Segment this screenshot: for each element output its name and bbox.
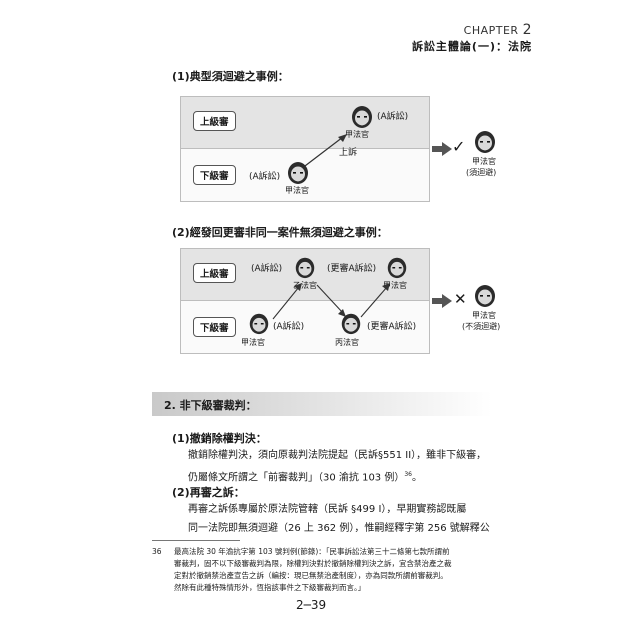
court-divider (181, 148, 429, 149)
item2-heading: (2)再審之訴： (172, 486, 245, 499)
item1-line2: 仍屬條文所謂之「前審裁判」（30 渝抗 103 例）36。 (188, 465, 422, 487)
example1-diagram: 上級審 下級審 (A訴訟) 甲法官 上訴 (A訴訟) 甲法官 (180, 96, 430, 202)
arrow-right-icon (432, 142, 452, 156)
footnote-number: 36 (152, 547, 162, 556)
judge-face-icon (475, 131, 495, 153)
court-divider (181, 300, 429, 301)
judge-face-icon (249, 313, 269, 335)
upper-left-case-label: (A訴訟) (251, 264, 283, 274)
upper-court-label: 上級審 (193, 111, 236, 131)
result1-judge-name: 甲法官 (472, 157, 496, 166)
lower-case-label: (A訴訟) (249, 172, 281, 182)
item1-line2-end: 。 (412, 472, 422, 484)
check-icon: ✓ (452, 137, 466, 156)
lower-left-case-label: (A訴訟) (273, 322, 305, 332)
cross-icon: ✕ (454, 290, 467, 308)
section-heading: 2. 非下級審裁判： (164, 399, 257, 412)
example2-heading: (2)經發回更審非同一案件無須迴避之事例： (172, 226, 388, 239)
item2-line2: 同一法院即無須迴避（26 上 362 例），惟嗣經釋字第 256 號解釋公 (188, 523, 490, 534)
item1-line2-text: 仍屬條文所謂之「前審裁判」（30 渝抗 103 例） (188, 472, 405, 484)
running-section-title: 訴訟主體論(一)：法院 (411, 40, 532, 53)
footnote-line1: 最高法院 30 年渝抗字第 103 號判例(節錄)：「民事訴訟法第三十二條第七款… (174, 547, 450, 556)
remand-arrows-icon (272, 283, 390, 320)
judge-face-icon (288, 162, 308, 184)
lower-court-label: 下級審 (193, 317, 236, 337)
result2-note: (不須迴避) (462, 322, 501, 331)
judge-face-icon (475, 285, 495, 307)
item2-line1: 再審之訴係專屬於原法院管轄（民訴 §499 I），早期實務認既屬 (188, 504, 467, 515)
example1-heading: (1)典型須迴避之事例： (172, 70, 289, 83)
upper-right-judge-name: 甲法官 (383, 281, 407, 290)
judge-face-icon (341, 313, 361, 335)
example2-diagram: 上級審 下級審 (A訴訟) 乙法官 (更審A訴訟) 甲法官 (A訴訟) 甲法官 (180, 248, 430, 354)
upper-court-label: 上級審 (193, 263, 236, 283)
footnote-rule (152, 540, 240, 541)
judge-face-icon (352, 106, 372, 128)
lower-judge-name: 甲法官 (285, 186, 309, 195)
lower-left-judge-name: 甲法官 (241, 338, 265, 347)
judge-face-icon (295, 257, 315, 279)
chapter-number: 2 (522, 22, 532, 38)
result1-note: (須迴避) (466, 168, 497, 177)
chapter-label: CHAPTER 2 (464, 22, 532, 38)
lower-mid-judge-name: 丙法官 (335, 338, 359, 347)
item1-line1: 撤銷除權判決，須向原裁判法院提起（民訴§551 II），雖非下級審， (188, 450, 487, 461)
item1-heading: (1)撤銷除權判決： (172, 432, 267, 445)
upper-right-case-label: (更審A訴訟) (327, 264, 377, 274)
footnote-line3: 定對於撤銷禁治產宣告之訴（編按：現已無禁治產制度），亦為同款所謂前審裁判。 (174, 571, 448, 580)
upper-left-judge-name: 乙法官 (293, 281, 317, 290)
result2-judge-name: 甲法官 (472, 311, 496, 320)
footnote-line2: 審裁判，固不以下級審裁判為限，除權判決對於撤銷除權判決之訴，宜含禁治產之裁 (174, 559, 452, 568)
footnote-line4: 然除有此種特殊情形外，恆指該事件之下級審裁判而言。」 (174, 583, 366, 592)
judge-face-icon (387, 257, 407, 279)
page-number: 2─39 (296, 598, 327, 612)
upper-judge-name: 甲法官 (345, 130, 369, 139)
lower-court-label: 下級審 (193, 165, 236, 185)
footnote-ref: 36 (404, 471, 412, 478)
arrow-right-icon (432, 294, 452, 308)
upper-case-label: (A訴訟) (377, 112, 409, 122)
section-heading-bar: 2. 非下級審裁判： (152, 392, 492, 416)
appeal-arrow-icon (300, 134, 347, 170)
appeal-label: 上訴 (339, 148, 358, 158)
chapter-word: CHAPTER (463, 24, 519, 37)
lower-mid-case-label: (更審A訴訟) (367, 322, 417, 332)
